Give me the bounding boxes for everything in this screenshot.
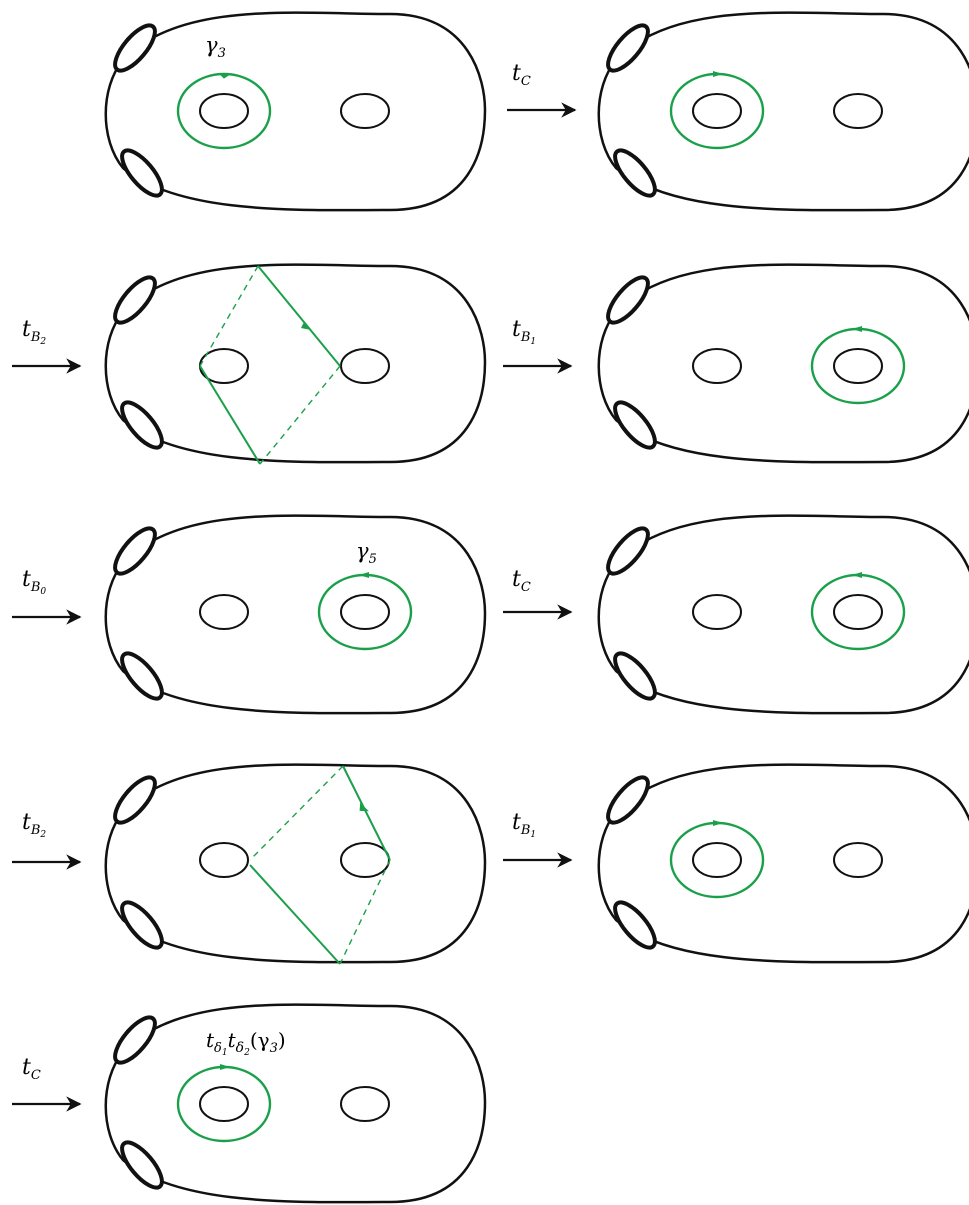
label-final-curve: tδ1tδ2(γ3) — [206, 1028, 286, 1058]
boundary-component — [113, 23, 157, 73]
green-arc-curve — [199, 265, 341, 465]
green-curve — [669, 72, 765, 150]
arrow-label: tC — [512, 61, 531, 89]
svg-text:tC: tC — [22, 1055, 41, 1083]
surface-2 — [597, 11, 969, 212]
curve-orientation-arrow — [218, 73, 232, 79]
svg-text:tB0: tB0 — [22, 567, 46, 597]
svg-text:tC: tC — [512, 567, 531, 595]
svg-text:tB2: tB2 — [22, 810, 46, 840]
surface-8 — [597, 763, 969, 964]
surface-3 — [104, 263, 487, 465]
surface-9: tδ1tδ2(γ3) — [104, 1003, 487, 1204]
surface-7 — [104, 763, 487, 965]
svg-text:tB2: tB2 — [22, 317, 46, 347]
arrow-tb0: tB0 — [12, 567, 82, 625]
boundary-component — [120, 148, 164, 198]
surface-5: γ5 — [104, 514, 487, 715]
arrow-tb2-2: tB2 — [12, 810, 82, 870]
surface-1: γ3 — [104, 11, 487, 212]
svg-text:tB1: tB1 — [512, 810, 536, 840]
surface-4 — [597, 263, 969, 464]
arrow-tb2-1: tB2 — [12, 317, 82, 374]
green-arc-curve — [249, 765, 391, 965]
arrow-tc-3: tC — [12, 1055, 82, 1112]
surface-outline — [104, 11, 487, 212]
label-gamma5: γ5 — [356, 539, 377, 567]
genus-hole-left — [199, 93, 249, 129]
arrow-tb1-2: tB1 — [503, 810, 573, 868]
genus-hole-right — [340, 93, 390, 129]
surface-6 — [597, 514, 969, 715]
label-gamma3: γ3 — [205, 33, 226, 61]
arrow-tc-1: tC — [507, 61, 577, 118]
curve-gamma3 — [176, 72, 272, 150]
svg-text:tB1: tB1 — [512, 317, 536, 347]
arrow-tc-2: tC — [503, 567, 573, 620]
arrow-tb1-1: tB1 — [503, 317, 573, 374]
